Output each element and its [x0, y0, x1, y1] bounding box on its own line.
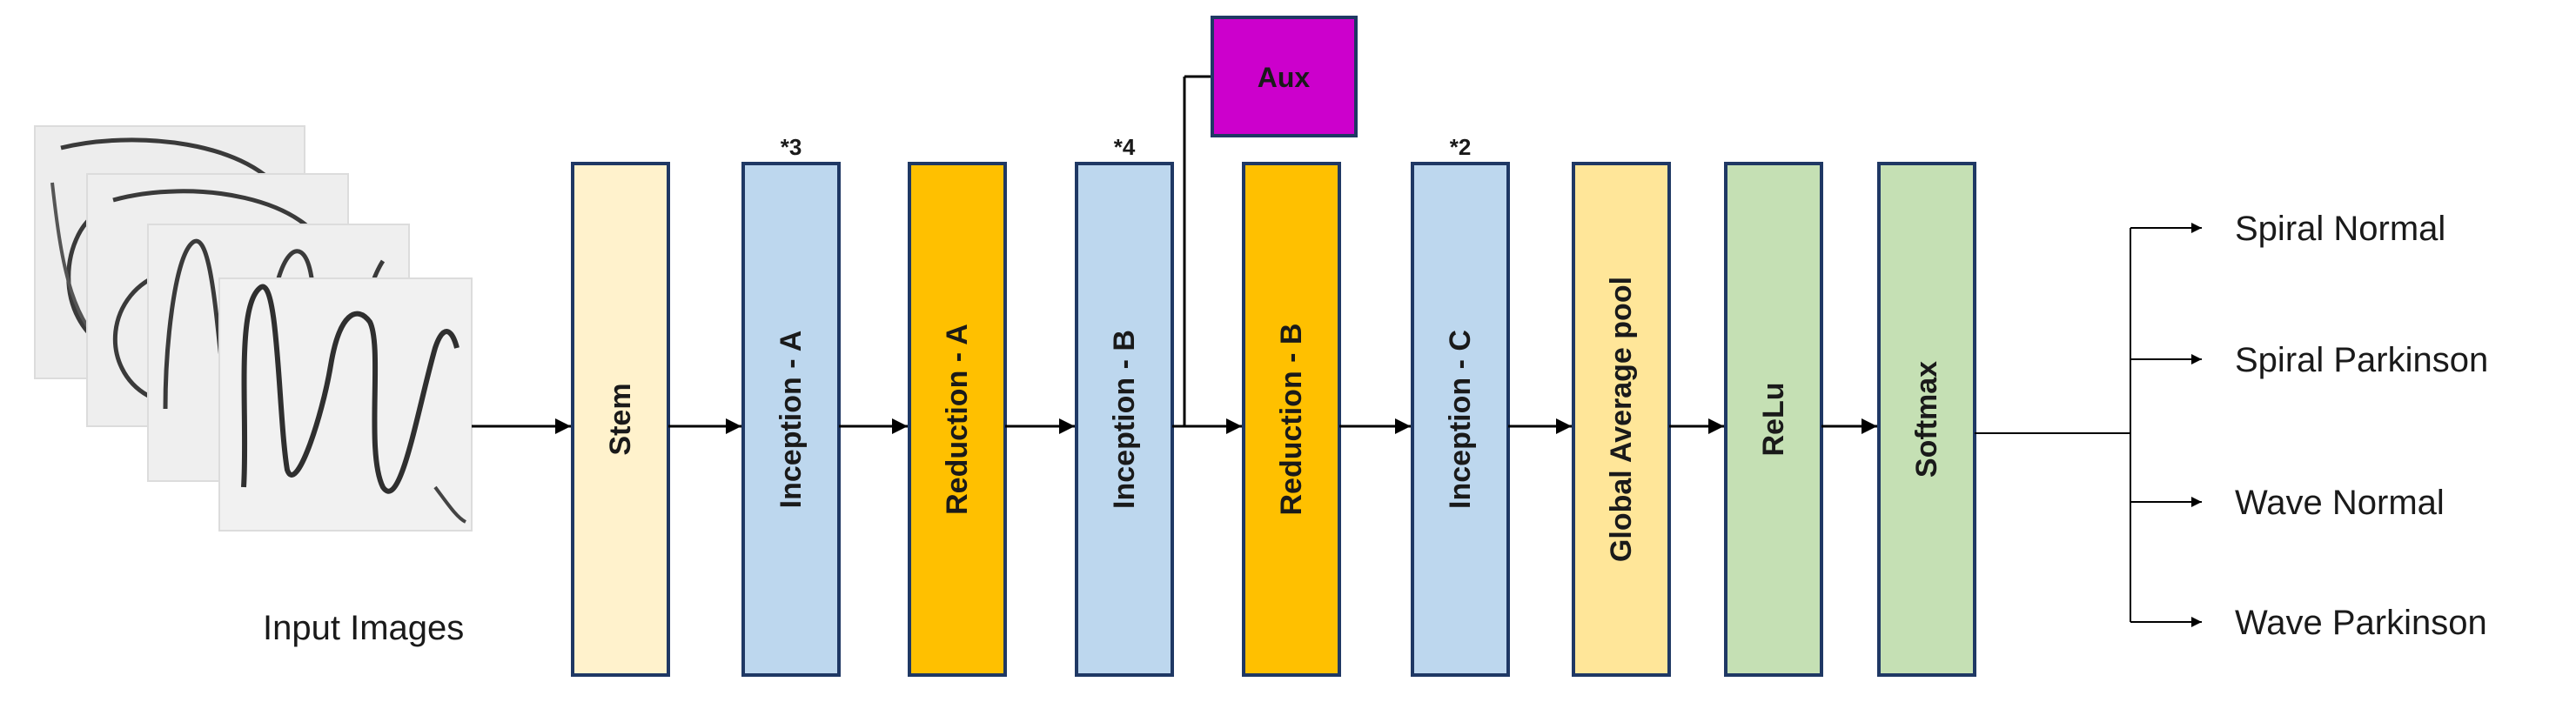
inception-c-label: Inception - C [1444, 330, 1477, 509]
softmax-block: Softmax [1877, 162, 1976, 677]
stem-block: Stem [571, 162, 670, 677]
input-images-label: Input Images [263, 609, 464, 647]
reduction-a-label: Reduction - A [941, 324, 974, 515]
inception-a-rect [741, 162, 841, 677]
reduction-a-block: Reduction - A [908, 162, 1007, 677]
stem-rect [571, 162, 670, 677]
inception-b-repeat-count: *4 [1114, 134, 1136, 160]
relu-block: ReLu [1724, 162, 1823, 677]
output-class-wave-parkinson: Wave Parkinson [2235, 604, 2487, 642]
output-class-wave-normal: Wave Normal [2235, 484, 2445, 522]
inception-b-rect [1075, 162, 1174, 677]
inception-a-block: Inception - A *3 [741, 134, 841, 677]
reduction-b-label: Reduction - B [1275, 324, 1308, 516]
global-average-pool-block: Global Average pool [1572, 162, 1671, 677]
output-class-spiral-parkinson: Spiral Parkinson [2235, 341, 2488, 379]
inception-c-repeat-count: *2 [1450, 134, 1472, 160]
global-average-pool-rect [1572, 162, 1671, 677]
aux-branch: Aux [1183, 16, 1358, 426]
stem-label: Stem [604, 383, 637, 455]
inception-a-label: Inception - A [775, 331, 808, 509]
inception-a-repeat-count: *3 [781, 134, 802, 160]
inception-c-rect [1411, 162, 1510, 677]
global-average-pool-label: Global Average pool [1605, 277, 1638, 562]
reduction-b-rect [1242, 162, 1341, 677]
relu-label: ReLu [1757, 383, 1790, 457]
reduction-a-rect [908, 162, 1007, 677]
reduction-b-block: Reduction - B [1242, 162, 1341, 677]
softmax-label: Softmax [1910, 361, 1943, 478]
input-images-stack [34, 125, 473, 532]
inception-c-block: Inception - C *2 [1411, 134, 1510, 677]
aux-label: Aux [1258, 62, 1311, 93]
aux-block [1211, 16, 1358, 137]
softmax-rect [1877, 162, 1976, 677]
relu-rect [1724, 162, 1823, 677]
output-class-spiral-normal: Spiral Normal [2235, 210, 2445, 248]
input-image-wave-2 [218, 277, 473, 532]
inception-b-block: Inception - B *4 [1075, 134, 1174, 677]
inception-b-label: Inception - B [1108, 330, 1141, 509]
